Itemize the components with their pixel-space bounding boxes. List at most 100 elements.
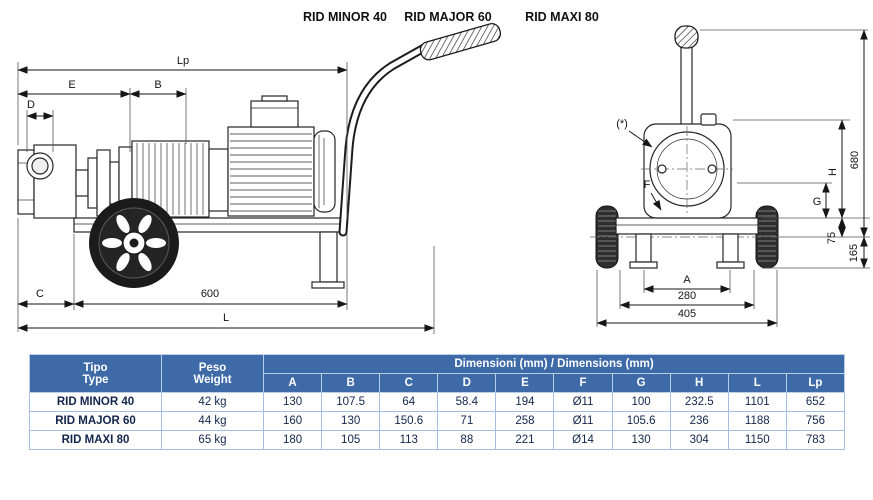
header-tipo: Tipo bbox=[83, 361, 108, 374]
dim-label-a: A bbox=[683, 274, 691, 286]
dim-cell: 783 bbox=[785, 430, 846, 450]
pump-head bbox=[17, 144, 77, 219]
table-row: RID MAXI 80 65 kg 180 105 113 88 221 Ø14… bbox=[29, 430, 846, 450]
dim-cell: 194 bbox=[495, 392, 555, 412]
dim-cell: 160 bbox=[262, 411, 323, 431]
dim-cell: 232.5 bbox=[669, 392, 729, 412]
handle bbox=[338, 22, 502, 237]
dim-cell: 64 bbox=[379, 392, 439, 412]
model-cell: RID MINOR 40 bbox=[29, 392, 162, 412]
note-star-label: (*) bbox=[616, 118, 628, 130]
handle-grip bbox=[419, 22, 502, 61]
front-leaders: (*) F bbox=[616, 118, 662, 211]
dim-label-h: H bbox=[827, 168, 839, 176]
front-wheel-left bbox=[595, 205, 619, 269]
dim-cell: 100 bbox=[611, 392, 671, 412]
col-header-d: D bbox=[437, 373, 497, 393]
col-header-c: C bbox=[379, 373, 439, 393]
dim-cell: 58.4 bbox=[437, 392, 497, 412]
side-view: Lp E B D C 600 L bbox=[17, 22, 502, 334]
col-header-b: B bbox=[321, 373, 381, 393]
dim-cell: 1101 bbox=[727, 392, 787, 412]
dim-cell: 150.6 bbox=[379, 411, 439, 431]
dim-label-c: C bbox=[36, 288, 44, 300]
weight-cell: 44 kg bbox=[161, 411, 264, 431]
col-header-dimensions: Dimensioni (mm) / Dimensions (mm) bbox=[263, 354, 845, 374]
dim-label-75: 75 bbox=[826, 232, 838, 244]
dim-cell: 107.5 bbox=[321, 392, 381, 412]
col-header-g: G bbox=[611, 373, 671, 393]
col-header-h: H bbox=[669, 373, 729, 393]
dim-cell: Ø14 bbox=[553, 430, 613, 450]
note-f-label: F bbox=[644, 179, 651, 191]
col-header-weight: Peso Weight bbox=[161, 354, 264, 393]
wheel bbox=[89, 198, 179, 288]
table-header-row-2: A B C D E F G H L Lp bbox=[30, 373, 846, 393]
model-cell: RID MAXI 80 bbox=[29, 430, 162, 450]
dim-cell: 180 bbox=[262, 430, 323, 450]
dim-cell: 1150 bbox=[727, 430, 787, 450]
table-row: RID MAJOR 60 44 kg 160 130 150.6 71 258 … bbox=[29, 411, 846, 431]
dim-cell: 1188 bbox=[727, 411, 787, 431]
dim-label-165: 165 bbox=[848, 244, 860, 262]
title-rid-maxi-80: RID MAXI 80 bbox=[525, 10, 599, 24]
table-header-row-1: Tipo Type Peso Weight Dimensioni (mm) / … bbox=[29, 354, 845, 393]
dim-label-680: 680 bbox=[849, 151, 861, 169]
header-type: Type bbox=[82, 373, 109, 386]
col-header-f: F bbox=[553, 373, 613, 393]
front-pump-housing bbox=[641, 113, 733, 219]
dimensions-table-wrapper: Tipo Type Peso Weight Dimensioni (mm) / … bbox=[29, 354, 846, 450]
title-rid-minor-40: RID MINOR 40 bbox=[303, 10, 387, 24]
dim-cell: 88 bbox=[437, 430, 497, 450]
dim-cell: 258 bbox=[495, 411, 555, 431]
model-cell: RID MAJOR 60 bbox=[29, 411, 162, 431]
header-weight: Weight bbox=[193, 373, 232, 386]
filler-cap bbox=[700, 113, 717, 126]
dim-label-e: E bbox=[68, 79, 75, 91]
header-peso: Peso bbox=[198, 361, 227, 374]
technical-drawing: RID MINOR 40 RID MAJOR 60 RID MAXI 80 bbox=[17, 10, 870, 334]
pump-body-finned bbox=[131, 140, 229, 218]
front-handle bbox=[674, 25, 699, 129]
col-header-l: L bbox=[727, 373, 787, 393]
front-extension-lines bbox=[596, 29, 870, 327]
dim-label-405: 405 bbox=[678, 308, 696, 320]
dim-cell: 236 bbox=[669, 411, 729, 431]
weight-cell: 65 kg bbox=[161, 430, 264, 450]
dim-cell: 105 bbox=[321, 430, 381, 450]
col-header-e: E bbox=[495, 373, 555, 393]
dim-cell: 130 bbox=[262, 392, 323, 412]
col-header-lp: Lp bbox=[785, 373, 846, 393]
title-rid-major-60: RID MAJOR 60 bbox=[404, 10, 492, 24]
dim-label-g: G bbox=[813, 196, 822, 208]
table-row: RID MINOR 40 42 kg 130 107.5 64 58.4 194… bbox=[29, 392, 846, 412]
dim-cell: 304 bbox=[669, 430, 729, 450]
front-view: (*) F bbox=[590, 25, 870, 327]
front-vertical-dimensions: G H 75 680 165 bbox=[813, 29, 868, 269]
dim-label-l: L bbox=[223, 312, 229, 324]
motor bbox=[227, 95, 336, 217]
dim-label-lp: Lp bbox=[177, 55, 189, 67]
front-handle-grip bbox=[674, 25, 699, 49]
col-header-type: Tipo Type bbox=[29, 354, 162, 393]
dim-cell: 130 bbox=[321, 411, 381, 431]
dim-label-600: 600 bbox=[201, 288, 219, 300]
dim-label-d: D bbox=[27, 99, 35, 111]
front-base bbox=[615, 217, 759, 269]
col-header-a: A bbox=[262, 373, 323, 393]
dim-cell: Ø11 bbox=[553, 411, 613, 431]
dim-cell: 71 bbox=[437, 411, 497, 431]
dim-cell: Ø11 bbox=[553, 392, 613, 412]
side-dimensions: Lp E B D C 600 L bbox=[17, 55, 435, 332]
dim-cell: 105.6 bbox=[611, 411, 671, 431]
dim-cell: 652 bbox=[785, 392, 846, 412]
dim-cell: 221 bbox=[495, 430, 555, 450]
dim-label-b: B bbox=[154, 79, 161, 91]
dim-label-280: 280 bbox=[678, 290, 696, 302]
dimensions-table: Tipo Type Peso Weight Dimensioni (mm) / … bbox=[29, 354, 846, 450]
coupling bbox=[75, 146, 133, 219]
dim-cell: 113 bbox=[379, 430, 439, 450]
dim-cell: 130 bbox=[611, 430, 671, 450]
weight-cell: 42 kg bbox=[161, 392, 264, 412]
